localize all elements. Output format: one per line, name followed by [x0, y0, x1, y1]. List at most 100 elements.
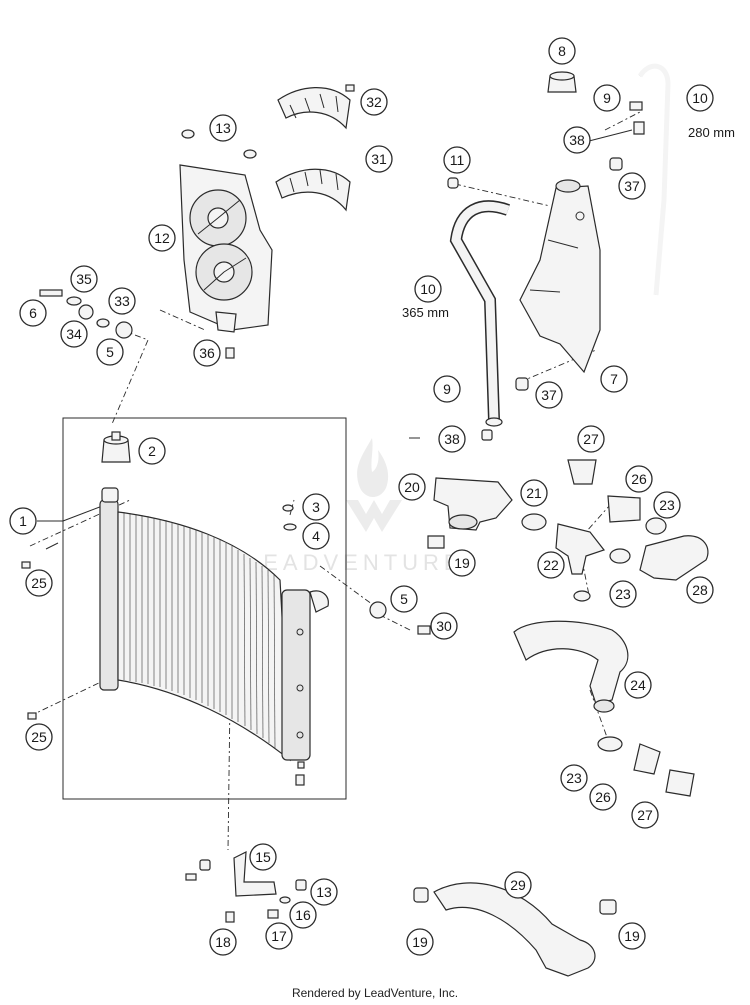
radiator-group-frame	[62, 417, 347, 800]
svg-text:20: 20	[404, 479, 420, 495]
watermark: LEADVENTURE	[246, 438, 464, 575]
callout-32: 32	[360, 88, 388, 116]
hardware-small	[21, 84, 431, 720]
callout-36: 36	[193, 339, 221, 367]
washer-16	[279, 896, 291, 904]
clamp-9a	[629, 101, 643, 111]
callout-4: 4	[302, 522, 330, 550]
callout-12: 12	[148, 224, 176, 252]
grommet-13b	[243, 149, 257, 159]
callout-23c: 23	[560, 764, 588, 792]
callout-3: 3	[302, 493, 330, 521]
callout-6: 6	[19, 299, 47, 327]
washer-35	[66, 296, 82, 306]
callout-5b: 5	[390, 585, 418, 613]
hose-24	[513, 620, 629, 705]
callout-25a: 25	[25, 569, 53, 597]
svg-text:23: 23	[615, 586, 631, 602]
callout-13b: 13	[310, 878, 338, 906]
callout-37a: 37	[618, 172, 646, 200]
clamp-19c	[599, 899, 617, 915]
callout-9a: 9	[593, 84, 621, 112]
callout-38b: 38	[438, 425, 466, 453]
svg-text:17: 17	[271, 928, 287, 944]
callout-24: 24	[624, 671, 652, 699]
svg-text:5: 5	[106, 344, 114, 360]
clamp-9b	[485, 417, 503, 427]
radiator-left-tank	[99, 499, 119, 691]
grommet-37a	[609, 157, 623, 171]
clamp-21	[521, 513, 547, 531]
callout-35: 35	[70, 265, 98, 293]
callout-21: 21	[520, 479, 548, 507]
callout-10a: 10	[686, 84, 714, 112]
callout-15: 15	[249, 843, 277, 871]
screw-36	[225, 347, 235, 359]
callout-27b: 27	[631, 801, 659, 829]
svg-text:25: 25	[31, 729, 47, 745]
tank-fittings	[447, 101, 645, 441]
svg-text:2: 2	[148, 443, 156, 459]
svg-text:23: 23	[566, 770, 582, 786]
radiator-drain-bolt	[295, 774, 305, 786]
svg-text:15: 15	[255, 849, 271, 865]
callout-26a: 26	[625, 465, 653, 493]
bolt-3	[282, 504, 294, 512]
connector-26b	[633, 743, 661, 775]
callout-27a: 27	[577, 425, 605, 453]
clamp-23b	[609, 548, 631, 564]
bolt-30	[417, 625, 431, 635]
svg-text:3: 3	[312, 499, 320, 515]
svg-text:26: 26	[631, 471, 647, 487]
callout-33: 33	[108, 287, 136, 315]
hose-length-280: 280 mm	[688, 125, 735, 140]
watermark-text: LEADVENTURE	[246, 550, 464, 575]
svg-text:26: 26	[595, 789, 611, 805]
svg-text:34: 34	[66, 326, 82, 342]
bolt-18	[225, 911, 235, 923]
clamp-19b	[413, 887, 429, 903]
clamp-23d	[597, 736, 623, 752]
bolt-6	[39, 289, 63, 297]
callout-8: 8	[548, 37, 576, 65]
expansion-tank-cap	[547, 71, 577, 93]
grommet-11	[447, 177, 459, 189]
svg-text:21: 21	[526, 485, 542, 501]
svg-text:4: 4	[312, 528, 320, 544]
fan-guards	[275, 87, 351, 212]
svg-text:27: 27	[583, 431, 599, 447]
clamp-23a	[645, 517, 667, 535]
svg-text:8: 8	[558, 43, 566, 59]
callout-16: 16	[289, 901, 317, 929]
callout-25b: 25	[25, 723, 53, 751]
callout-2: 2	[138, 437, 166, 465]
hose-length-365: 365 mm	[402, 305, 449, 320]
callout-19b: 19	[406, 928, 434, 956]
svg-text:19: 19	[454, 555, 470, 571]
washer-4	[283, 523, 297, 531]
svg-text:22: 22	[543, 557, 559, 573]
svg-text:9: 9	[443, 381, 451, 397]
expansion-tank	[519, 179, 601, 374]
svg-text:31: 31	[371, 151, 387, 167]
radiator-cap	[101, 431, 131, 463]
bottom-hose-assembly	[413, 882, 617, 977]
svg-text:24: 24	[630, 677, 646, 693]
screw-25b	[27, 712, 37, 720]
svg-text:9: 9	[603, 90, 611, 106]
callout-7: 7	[600, 365, 628, 393]
grommet-37b	[515, 377, 529, 391]
callout-13a: 13	[209, 114, 237, 142]
svg-text:28: 28	[692, 582, 708, 598]
callout-18: 18	[209, 928, 237, 956]
hose-365mm	[449, 200, 511, 421]
fitting-38b	[481, 429, 493, 441]
callout-28: 28	[686, 576, 714, 604]
callout-11: 11	[443, 146, 471, 174]
callout-10b: 10	[414, 275, 442, 303]
callout-22: 22	[537, 551, 565, 579]
radiator-right-tank	[281, 589, 311, 761]
fitting-38a	[633, 121, 645, 135]
bolt-15	[185, 873, 197, 881]
